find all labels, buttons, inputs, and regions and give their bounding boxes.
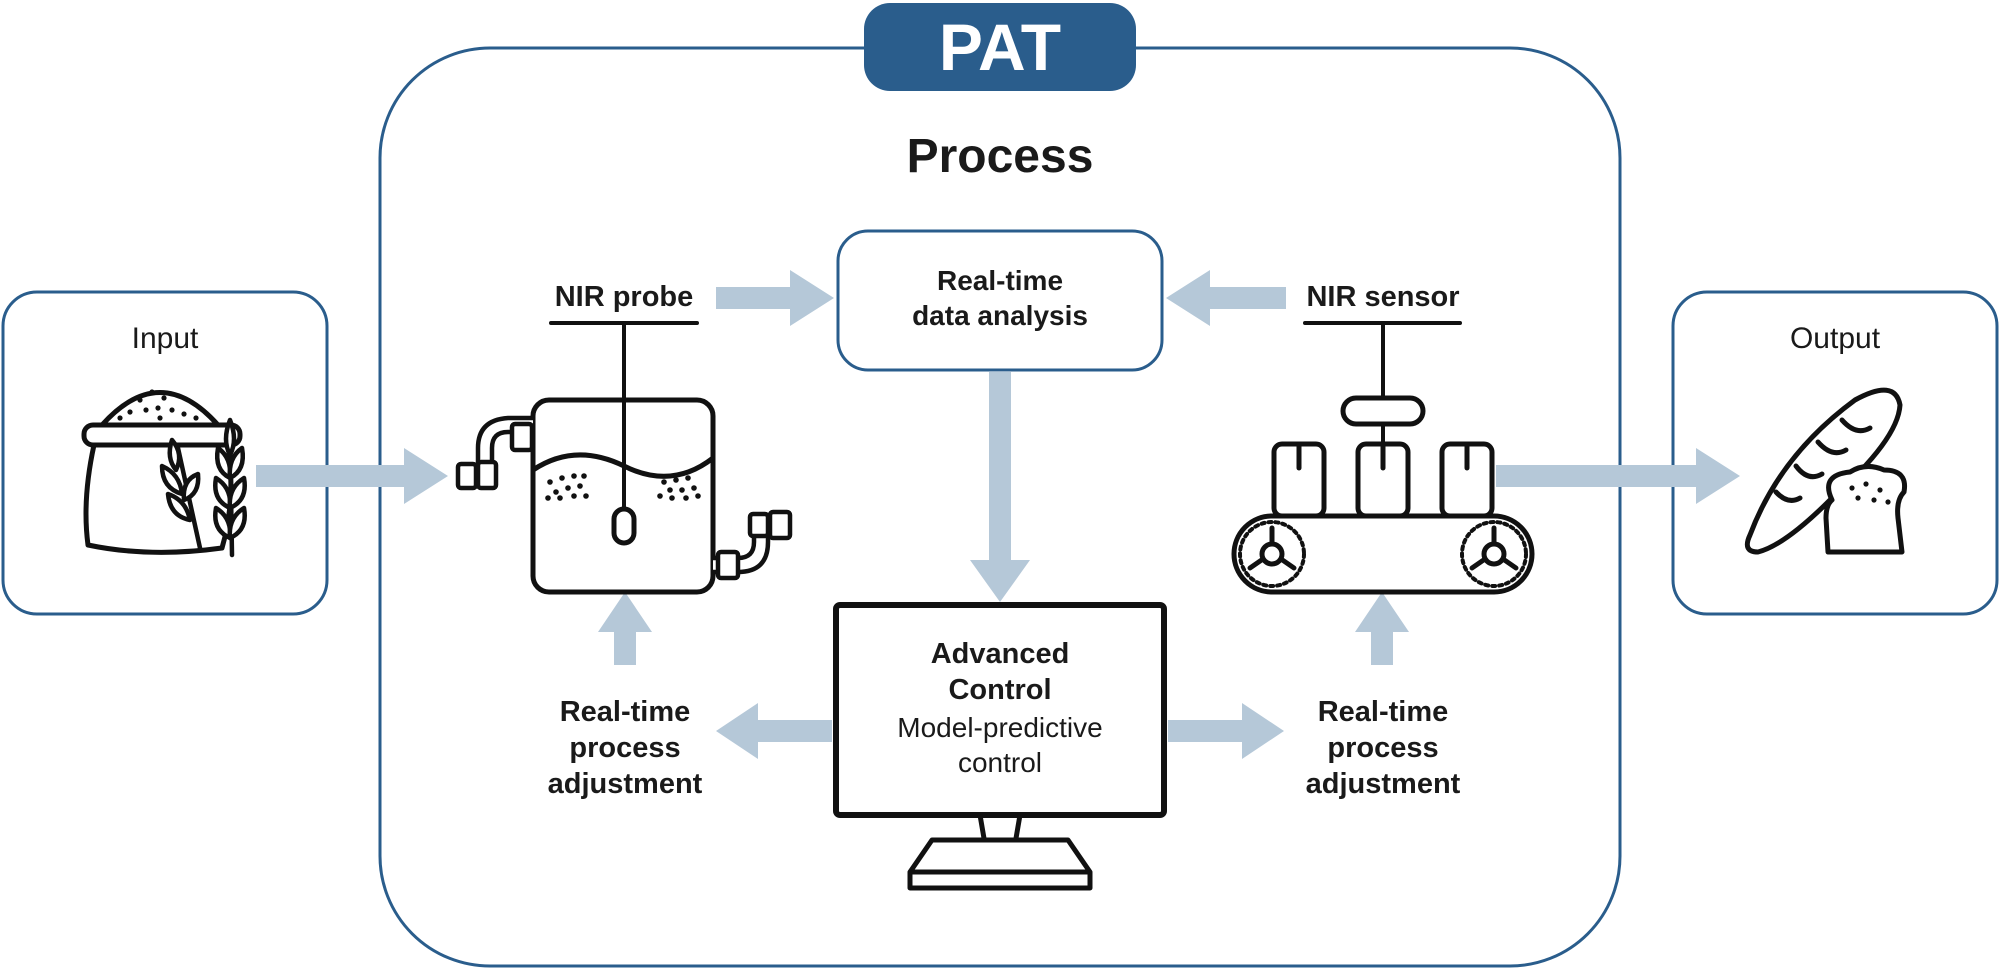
adjust-left-label: Real-time process adjustment — [510, 694, 740, 802]
arrow-analysis-to-control — [970, 372, 1030, 602]
arrow-control-to-right — [1168, 703, 1284, 759]
conveyor-icon — [1231, 321, 1535, 595]
process-title: Process — [906, 130, 1094, 183]
analysis-line-1: Real-time — [936, 265, 1064, 296]
adjust-left-line-2: process — [569, 732, 681, 764]
monitor-icon — [833, 602, 1167, 891]
pat-title: PAT — [938, 10, 1062, 84]
tank-icon — [530, 321, 716, 595]
input-box — [1, 290, 329, 616]
output-box — [1671, 290, 1999, 616]
nir-sensor-label: NIR sensor — [1306, 281, 1460, 313]
control-sub-2: control — [957, 747, 1043, 778]
pipe-icon — [455, 415, 793, 581]
adjust-right-line-3: adjustment — [1305, 768, 1461, 800]
bread-icon — [1744, 387, 1908, 555]
control-sub-1: Model-predictive — [897, 712, 1103, 743]
analysis-box — [836, 229, 1164, 372]
pat-badge — [864, 3, 1136, 91]
arrow-left-adjust-to-tank — [598, 592, 652, 665]
adjust-left-line-1: Real-time — [559, 696, 691, 728]
arrow-right-adjust-to-conveyor — [1355, 592, 1409, 665]
arrow-conveyor-to-output — [1496, 448, 1740, 504]
grain-sack-icon — [81, 389, 243, 555]
arrow-probe-to-analysis — [716, 270, 834, 326]
control-title-1: Advanced — [930, 638, 1070, 670]
analysis-label: Real-time data analysis — [838, 263, 1162, 333]
output-title: Output — [1789, 322, 1881, 355]
control-label: Advanced Control Model-predictive contro… — [836, 636, 1164, 780]
adjust-right-label: Real-time process adjustment — [1268, 694, 1498, 802]
adjust-left-line-3: adjustment — [547, 768, 703, 800]
arrow-sensor-to-analysis — [1166, 270, 1286, 326]
flow-arrows — [256, 270, 1740, 759]
arrow-input-to-tank — [256, 448, 448, 504]
nir-probe-label: NIR probe — [554, 281, 694, 313]
analysis-line-2: data analysis — [912, 300, 1088, 331]
adjust-right-line-1: Real-time — [1317, 696, 1449, 728]
input-title: Input — [131, 322, 199, 355]
adjust-right-line-2: process — [1327, 732, 1439, 764]
wheat-icon — [159, 417, 247, 558]
control-title-2: Control — [948, 674, 1052, 706]
arrow-control-to-left — [716, 703, 832, 759]
